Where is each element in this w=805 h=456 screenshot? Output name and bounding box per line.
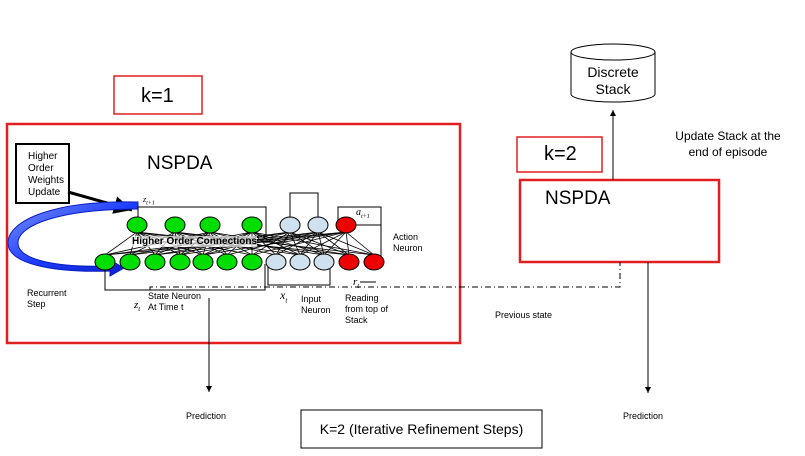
input-neuron-top xyxy=(307,216,329,234)
top-row-neurons xyxy=(126,216,357,234)
x-t-symbol: xt xyxy=(280,288,288,305)
input-neuron-label: Input Neuron xyxy=(301,294,331,316)
prediction-left-label: Prediction xyxy=(186,411,227,421)
iterative-refinement-label: K=2 (Iterative Refinement Steps) xyxy=(319,421,524,437)
z-t-symbol: zt xyxy=(134,299,141,314)
reading-line: Reading xyxy=(345,293,379,303)
nspda-left-title: NSPDA xyxy=(147,153,213,174)
connection-line xyxy=(323,231,347,256)
weights-update-line: Order xyxy=(28,163,54,174)
connection-line xyxy=(317,231,375,256)
connection-line xyxy=(202,231,347,256)
input-neuron xyxy=(265,253,287,271)
input-neuron xyxy=(289,253,311,271)
recurrent-step-label: Recurrent Step xyxy=(27,288,67,310)
nspda-right-title: NSPDA xyxy=(545,188,611,209)
connection-line xyxy=(317,231,325,256)
connection-line xyxy=(251,231,375,256)
state-neuron xyxy=(169,253,191,271)
previous-state-line xyxy=(149,262,621,290)
discrete-stack-cylinder xyxy=(570,43,656,103)
reading-label: Reading from top of Stack xyxy=(345,293,388,326)
action-group-box xyxy=(337,206,382,226)
r-t-symbol: rt xyxy=(353,276,360,291)
update-stack-line: Update Stack at the xyxy=(675,129,781,143)
action-neuron-line: Neuron xyxy=(393,243,423,253)
action-neuron xyxy=(335,216,357,234)
recurrent-step-line: Recurrent xyxy=(27,288,67,298)
state-neuron xyxy=(192,253,214,271)
state-neuron-label: State Neuron At Time t xyxy=(148,291,201,313)
weights-update-label: Higher Order Weights Update xyxy=(28,151,64,199)
connection-line xyxy=(299,231,347,256)
reading-line: Stack xyxy=(345,315,368,325)
action-neuron-label: Action Neuron xyxy=(393,232,423,254)
state-neuron-line: State Neuron xyxy=(148,291,202,301)
update-stack-line: end of episode xyxy=(688,145,768,159)
input-neuron-line: Neuron xyxy=(301,305,331,315)
input-top-bracket xyxy=(289,192,319,218)
state-neuron xyxy=(241,253,263,271)
previous-state-label: Previous state xyxy=(495,310,553,320)
k2-frame xyxy=(516,136,603,173)
discrete-stack-line: Stack xyxy=(595,81,631,97)
k2-label: k=2 xyxy=(544,143,577,165)
higher-order-connections-label: Higher Order Connections xyxy=(132,236,258,247)
k1-frame xyxy=(113,75,203,115)
connection-line xyxy=(251,231,325,256)
state-neuron xyxy=(94,253,116,271)
state-neuron-next xyxy=(241,216,263,234)
discrete-stack-label: Discrete Stack xyxy=(571,64,655,98)
stack-reading-neuron xyxy=(363,253,385,271)
z-next-symbol: zt+1 xyxy=(143,195,155,207)
connection-line xyxy=(345,231,375,256)
connection-line xyxy=(345,231,350,256)
state-neuron-line: At Time t xyxy=(148,302,184,312)
action-neuron-line: Action xyxy=(393,232,419,242)
k1-label: k=1 xyxy=(141,85,174,107)
weights-update-line: Higher xyxy=(28,151,58,162)
a-next-symbol: at+1 xyxy=(356,207,370,220)
update-stack-label: Update Stack at the end of episode xyxy=(663,128,793,160)
state-neuron xyxy=(216,253,238,271)
nspda-left-frame xyxy=(5,122,462,345)
input-group-bracket xyxy=(267,267,331,286)
bottom-row-neurons xyxy=(94,253,385,271)
weights-update-line: Weights xyxy=(28,175,64,186)
connection-line xyxy=(104,231,138,256)
reading-line: from top of xyxy=(345,304,389,314)
connection-line xyxy=(251,231,347,256)
state-neuron-next xyxy=(126,216,148,234)
recurrent-arrow xyxy=(7,201,139,277)
weights-update-box xyxy=(15,143,70,204)
state-group-bracket xyxy=(104,262,266,291)
refinement-box xyxy=(300,409,543,449)
connection-line xyxy=(289,231,350,256)
recurrent-step-line: Step xyxy=(27,299,46,309)
state-neuron xyxy=(119,253,141,271)
stack-reading-neuron xyxy=(338,253,360,271)
state-neuron-next xyxy=(199,216,221,234)
input-neuron xyxy=(313,253,335,271)
input-neuron-line: Input xyxy=(301,294,322,304)
weights-update-line: Update xyxy=(28,187,61,198)
input-neuron-top xyxy=(279,216,301,234)
prediction-right-label: Prediction xyxy=(623,411,664,421)
discrete-stack-line: Discrete xyxy=(587,64,639,80)
connection-line xyxy=(289,231,301,256)
state-neuron-next xyxy=(164,216,186,234)
state-neuron xyxy=(144,253,166,271)
